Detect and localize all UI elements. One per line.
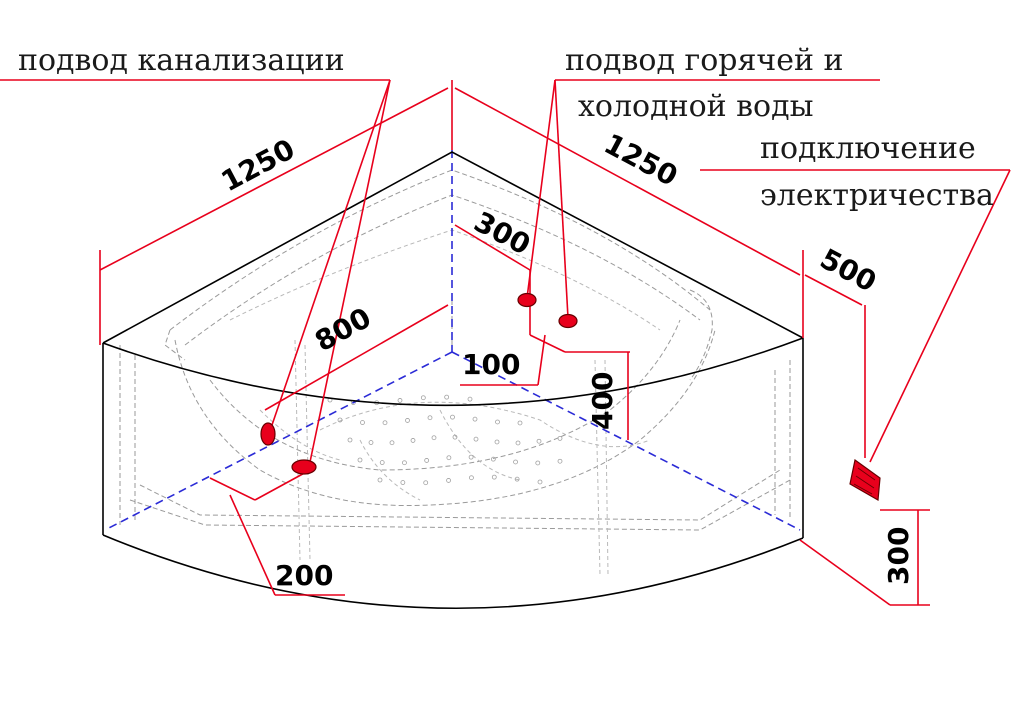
dim-water-spacing: 100 <box>462 348 520 381</box>
power-socket <box>849 458 881 501</box>
dimension-lines <box>0 79 1011 606</box>
drain-outlet-floor <box>291 459 317 475</box>
power-label-line1: подключение <box>760 131 976 166</box>
center-axes <box>104 150 801 531</box>
power-connection <box>849 458 881 501</box>
dim-left-side: 1250 <box>216 132 300 198</box>
tub-shell <box>102 151 804 610</box>
dim-right-side: 1250 <box>599 127 683 193</box>
cold-water-inlet <box>558 313 578 329</box>
dim-power-offset: 500 <box>815 242 882 299</box>
drain-outlet-wall <box>260 422 276 446</box>
dim-water-height: 400 <box>586 372 619 430</box>
water-label-line2: холодной воды <box>578 89 813 124</box>
hidden-tub-lines <box>119 169 791 576</box>
massage-jets <box>327 394 563 486</box>
power-label-line2: электричества <box>760 178 994 213</box>
dim-drain-offset: 200 <box>275 559 333 592</box>
water-label-line1: подвод горячей и <box>565 43 844 78</box>
drain-label: подвод канализации <box>18 43 345 78</box>
water-connections <box>517 292 578 329</box>
dim-power-height: 300 <box>882 527 915 585</box>
drain-connections <box>260 422 317 475</box>
dim-drain-distance: 800 <box>309 301 376 358</box>
hot-water-inlet <box>517 292 537 308</box>
